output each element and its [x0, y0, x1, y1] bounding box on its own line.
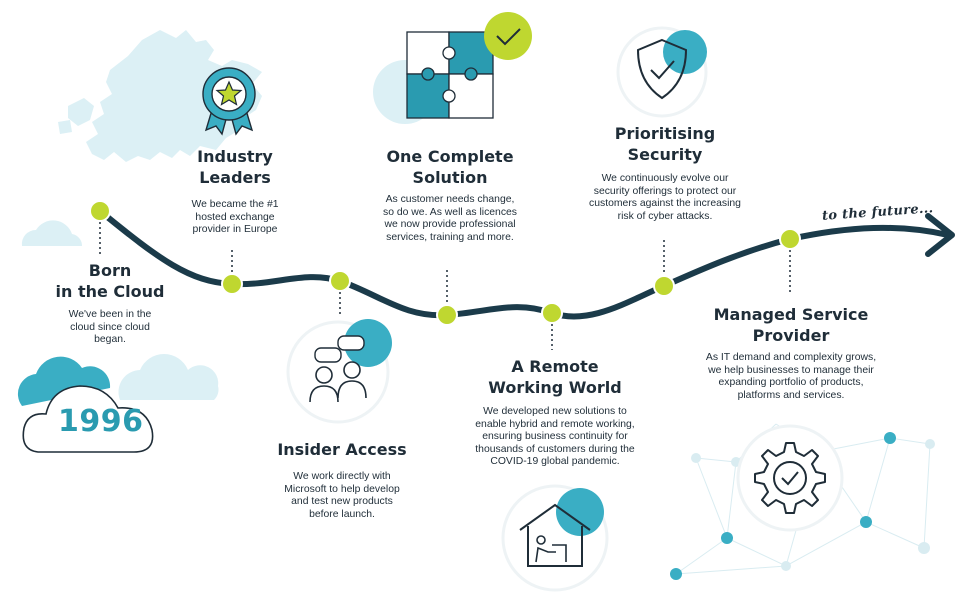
year-label: 1996: [58, 404, 144, 439]
gear-check-icon: [736, 424, 844, 532]
cloud-icon: [17, 356, 154, 453]
milestone-dots: [89, 200, 801, 326]
shield-check-icon: [616, 26, 708, 118]
milestone-title-insider: Insider Access: [277, 440, 407, 459]
milestone-dot-industry: [221, 273, 243, 295]
milestone-dot-managed: [779, 228, 801, 250]
milestone-dot-insider: [329, 270, 351, 292]
puzzle-icon: [406, 12, 532, 119]
people-chat-icon: [286, 319, 392, 424]
network-nodes: [670, 432, 935, 580]
milestone-dot-security: [653, 275, 675, 297]
milestone-desc-managed: As IT demand and complexity grows,we hel…: [705, 352, 877, 401]
background-clouds: [21, 220, 219, 400]
milestone-dot-remote: [541, 302, 563, 324]
award-badge-icon: [202, 67, 256, 136]
timeline-arrowhead: [925, 213, 955, 257]
milestone-desc-complete: As customer needs change,so do we. As we…: [383, 194, 517, 243]
milestone-dot-complete: [436, 304, 458, 326]
milestone-dot-born: [89, 200, 111, 222]
home-office-icon: [501, 484, 609, 592]
